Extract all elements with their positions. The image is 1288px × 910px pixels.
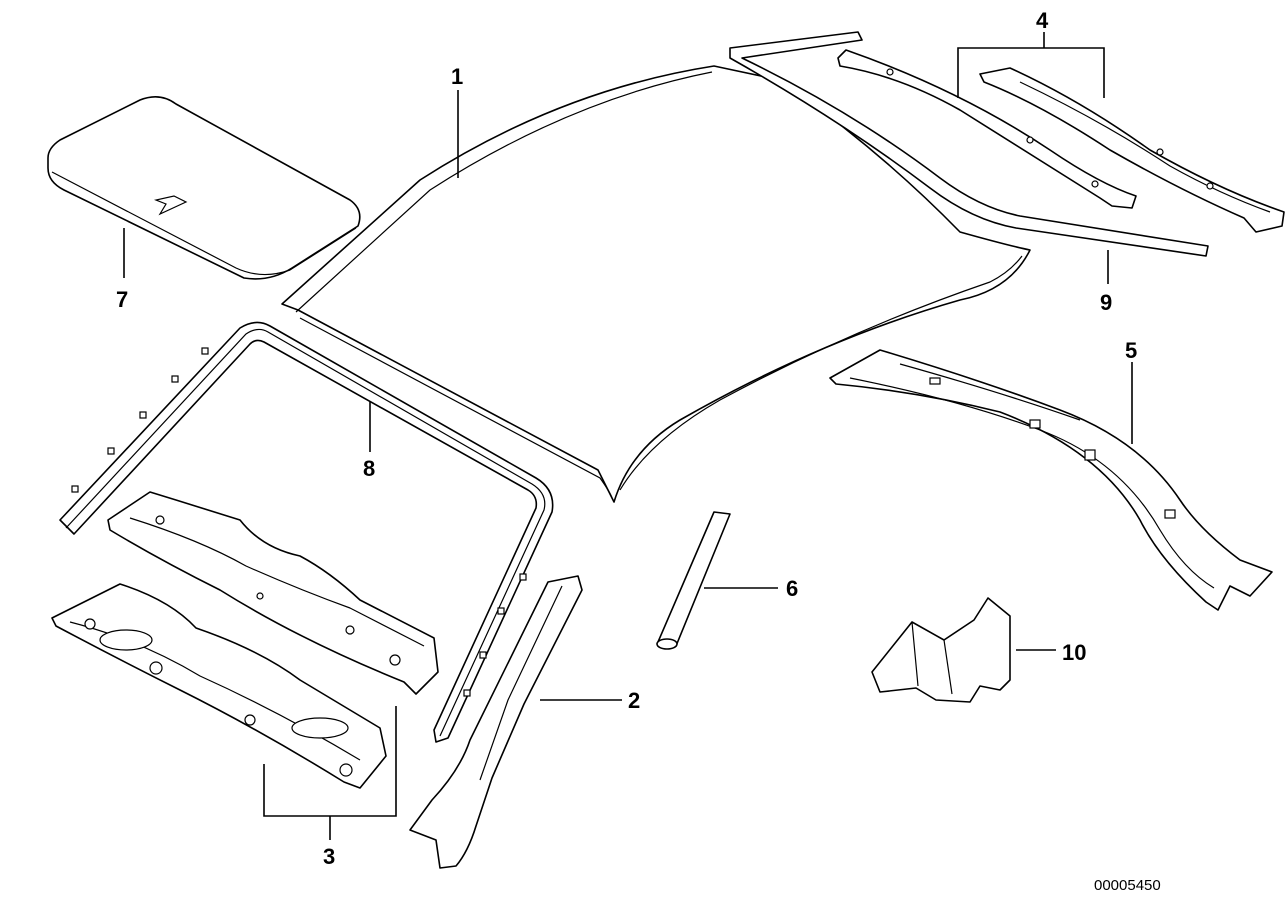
callout-7: 7 xyxy=(116,287,128,312)
part-9-side-strip xyxy=(729,31,1209,257)
part-7-sunroof-panel xyxy=(47,96,361,280)
leader-lines xyxy=(123,32,1133,840)
part-3-upper-cross-member xyxy=(107,491,439,695)
callout-3: 3 xyxy=(323,844,335,869)
part-4-roof-rails xyxy=(837,49,1285,233)
callout-2: 2 xyxy=(628,688,640,713)
callout-5: 5 xyxy=(1125,338,1137,363)
callout-4: 4 xyxy=(1036,8,1049,33)
part-10-bracket xyxy=(871,597,1011,703)
callout-9: 9 xyxy=(1100,290,1112,315)
part-8-windscreen-frame xyxy=(59,321,554,743)
callout-8: 8 xyxy=(363,456,375,481)
part-5-side-roof-frame xyxy=(829,349,1273,611)
part-1-roof-panel xyxy=(281,65,1031,503)
diagram-reference-number: 00005450 xyxy=(1094,877,1161,894)
part-2-a-pillar xyxy=(409,575,583,869)
arrow-icon xyxy=(153,195,188,216)
part-6-tube xyxy=(656,511,731,650)
callout-1: 1 xyxy=(451,64,463,89)
part-3-lower-cross-member xyxy=(51,583,387,789)
callout-10: 10 xyxy=(1062,640,1086,665)
callout-6: 6 xyxy=(786,576,798,601)
